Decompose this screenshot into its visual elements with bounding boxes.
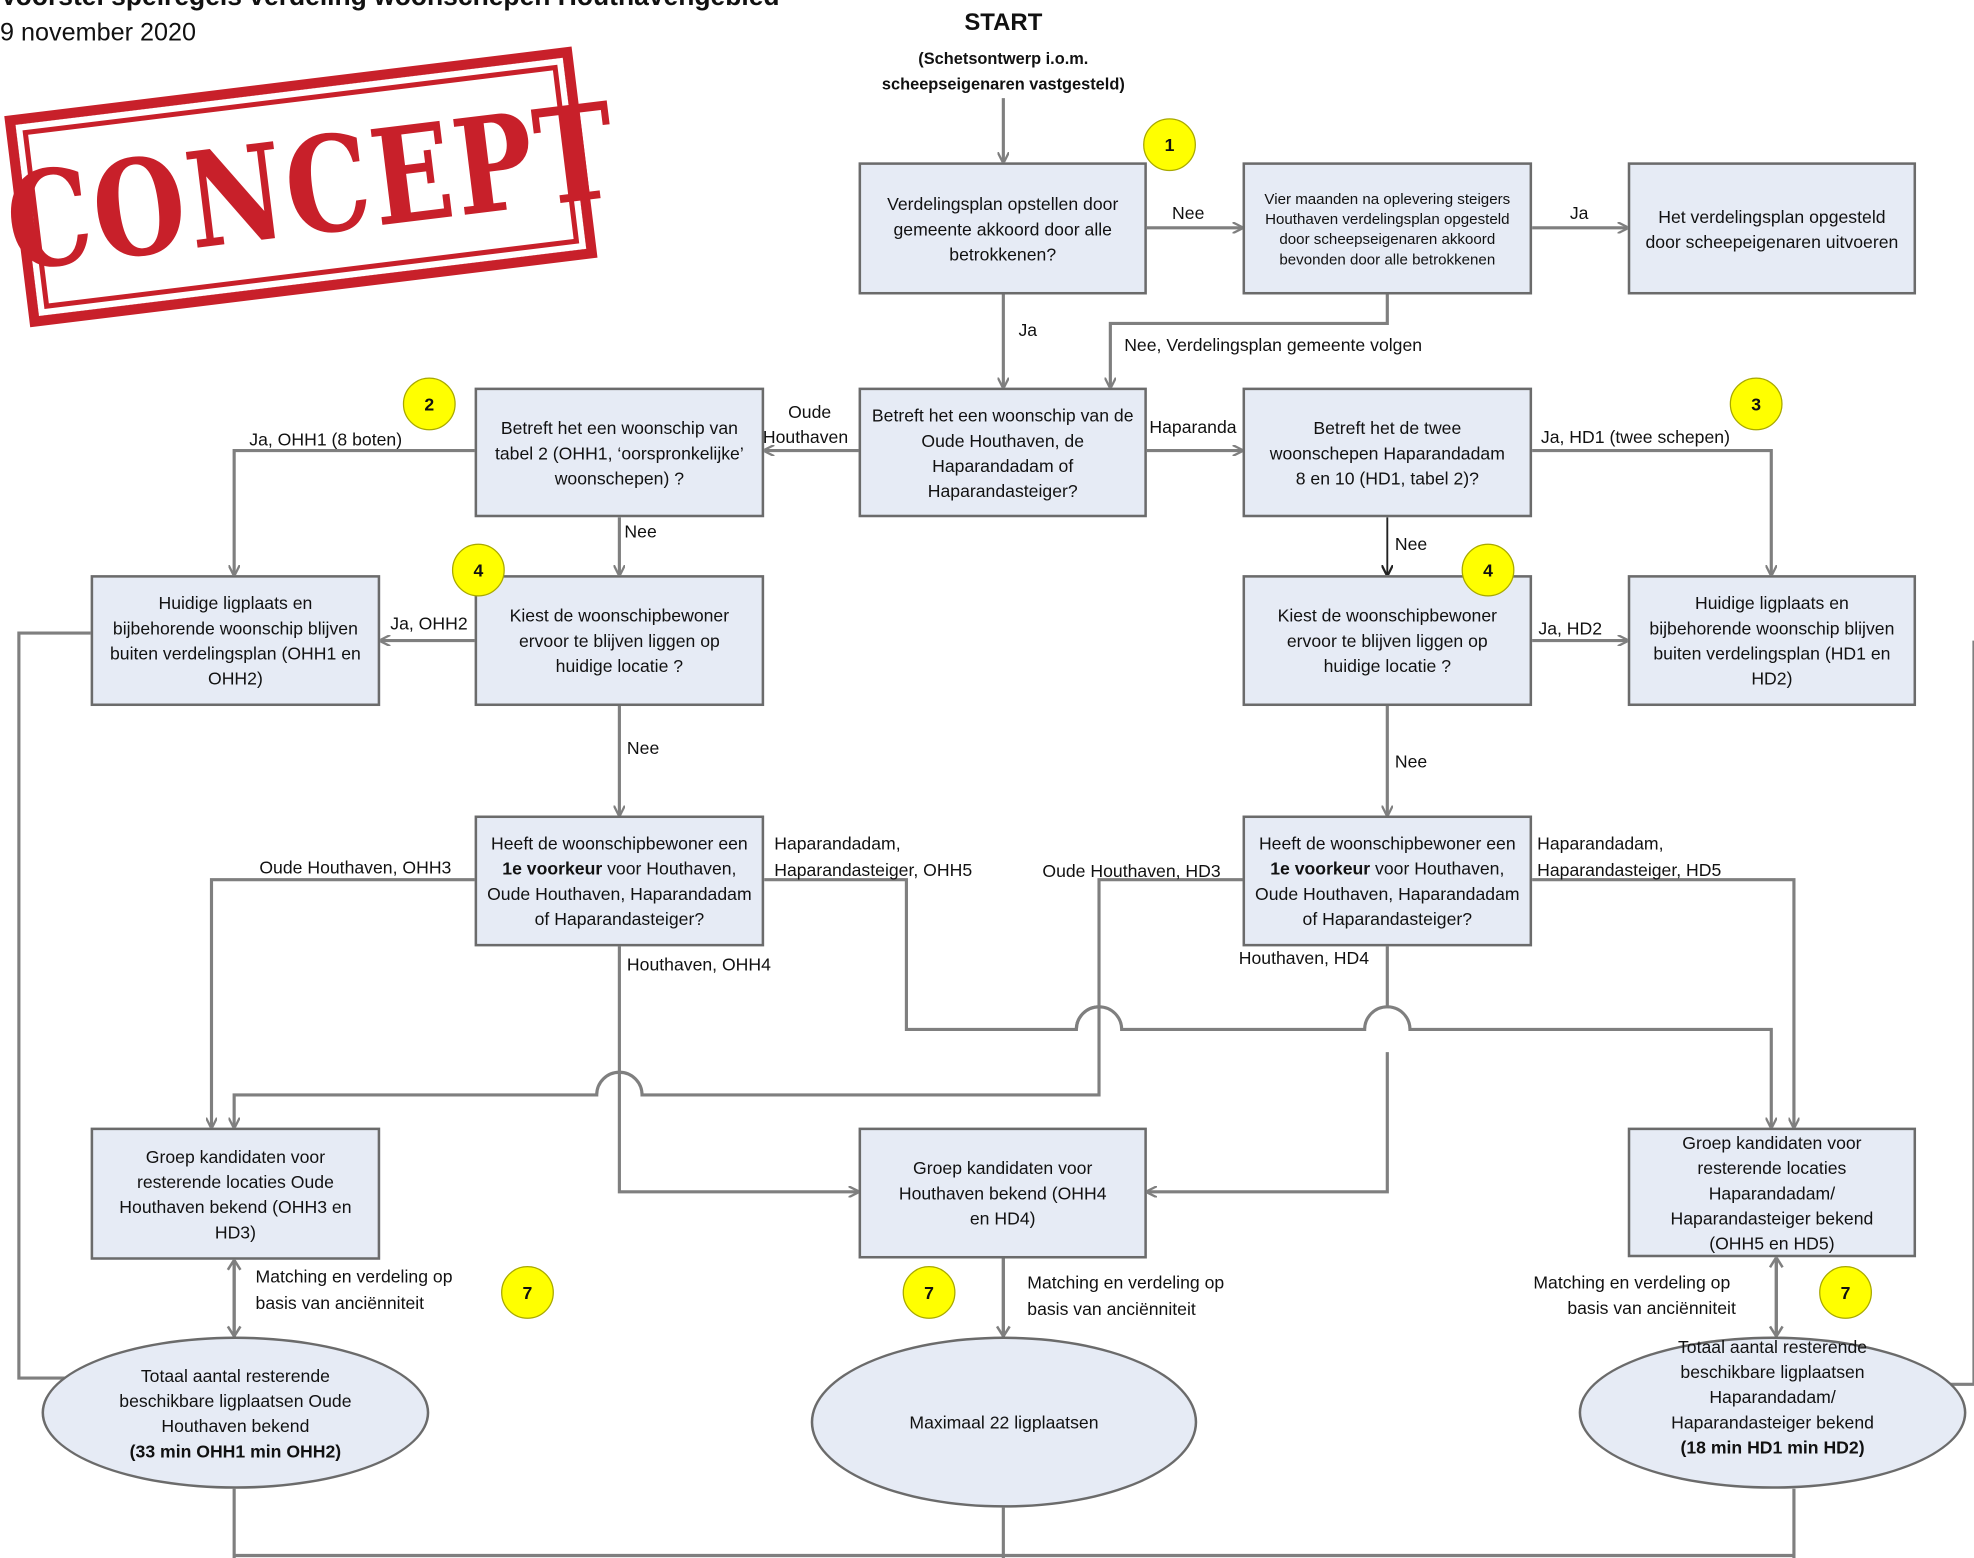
totaal-oude-houthaven-ellipse: Totaal aantal resterende beschikbare lig… (41, 1336, 430, 1489)
start-subtitle-line2: scheepseigenaren vastgesteld) (881, 74, 1125, 94)
label-ja-hd1: Ja, HD1 (twee schepen) (1540, 426, 1730, 447)
vier-maanden-box: Vier maanden na oplevering steigers Hout… (1242, 162, 1533, 295)
label-nee-4: Nee (626, 737, 660, 758)
start-title: START (964, 10, 1043, 37)
label-ja-ohh2: Ja, OHH2 (390, 612, 468, 634)
label-matching-1b: basis van anciënniteit (255, 1292, 425, 1313)
label-hapa-ohh5-2: Haparandasteiger, OHH5 (774, 859, 973, 880)
betreft-tabel2-box: Betreft het een woonschip van tabel 2 (O… (474, 387, 765, 518)
uitvoeren-box: Het verdelingsplan opgesteld door scheep… (1627, 162, 1917, 295)
totaal-haparanda-text: Totaal aantal resterende beschikbare lig… (1671, 1336, 1874, 1458)
label-ja-ohh1: Ja, OHH1 (8 boten) (249, 429, 403, 450)
step-badge-4-right: 4 (1461, 543, 1515, 597)
groep-haparanda-box: Groep kandidaten voor resterende locatie… (1627, 1127, 1917, 1258)
huidige-ligplaats-left-box: Huidige ligplaats en bijbehorende woonsc… (90, 575, 381, 707)
huidige-ligplaats-right-box: Huidige ligplaats en bijbehorende woonsc… (1627, 575, 1917, 707)
label-ja-hd2: Ja, HD2 (1538, 617, 1603, 639)
totaal-oude-houthaven-text: Totaal aantal resterende beschikbare lig… (119, 1364, 352, 1461)
verdelingsplan-box: Verdelingsplan opstellen door gemeente a… (858, 162, 1147, 295)
label-houthaven-ohh4: Houthaven, OHH4 (626, 953, 771, 975)
label-nee-1: Nee (1172, 202, 1205, 223)
label-nee-5: Nee (1394, 751, 1428, 772)
label-matching-1a: Matching en verdeling op (255, 1266, 453, 1287)
voorkeur-left-box: Heeft de woonschipbewoner een 1e voorkeu… (474, 815, 765, 947)
label-matching-2a: Matching en verdeling op (1027, 1272, 1225, 1293)
groep-houthaven-box: Groep kandidaten voor Houthaven bekend (… (858, 1127, 1147, 1259)
label-nee-verdelingsplan: Nee, Verdelingsplan gemeente volgen (1124, 334, 1423, 355)
step-badge-7-middle: 7 (902, 1266, 956, 1319)
label-haparanda: Haparanda (1149, 416, 1237, 437)
label-nee-3: Nee (1394, 533, 1428, 554)
groep-oude-houthaven-box: Groep kandidaten voor resterende locatie… (90, 1127, 381, 1260)
label-oude-ohh3: Oude Houthaven, OHH3 (259, 857, 452, 878)
step-badge-2: 2 (402, 377, 456, 431)
label-ja-1: Ja (1569, 202, 1589, 223)
step-badge-4-left: 4 (451, 543, 505, 597)
step-badge-7-left: 7 (501, 1266, 554, 1319)
kiest-left-box: Kiest de woonschipbewoner ervoor te blij… (474, 575, 765, 707)
step-badge-3: 3 (1729, 377, 1783, 431)
maximaal-ellipse: Maximaal 22 ligplaatsen (810, 1336, 1198, 1508)
page-title: Voorstel spelregels verdeling woonschepe… (0, 0, 780, 13)
betreft-woonschip-box: Betreft het een woonschip van de Oude Ho… (858, 387, 1147, 518)
label-oude-hd3: Oude Houthaven, HD3 (1042, 860, 1221, 881)
page-date: 9 november 2020 (0, 18, 196, 47)
label-hapa-hd5-2: Haparandasteiger, HD5 (1537, 859, 1722, 880)
start-subtitle-line1: (Schetsontwerp i.o.m. (918, 49, 1089, 68)
voorkeur-right-text: Heeft de woonschipbewoner een 1e voorkeu… (1255, 833, 1520, 929)
label-hapa-ohh5-1: Haparandadam, (774, 833, 901, 854)
kiest-right-box: Kiest de woonschipbewoner ervoor te blij… (1242, 575, 1533, 707)
label-oude: Oude (788, 401, 832, 422)
totaal-haparanda-ellipse: Totaal aantal resterende beschikbare lig… (1578, 1336, 1967, 1489)
step-badge-1: 1 (1143, 118, 1196, 172)
label-matching-3b: basis van anciënniteit (1567, 1297, 1736, 1318)
voorkeur-right-box: Heeft de woonschipbewoner een 1e voorkeu… (1242, 815, 1533, 947)
betreft-twee-box: Betreft het de twee woonschepen Haparand… (1242, 387, 1533, 518)
label-matching-2b: basis van anciënniteit (1027, 1298, 1196, 1319)
label-matching-3a: Matching en verdeling op (1533, 1272, 1731, 1293)
step-badge-7-right: 7 (1819, 1266, 1872, 1319)
label-houthaven: Houthaven (762, 426, 849, 447)
label-hapa-hd5-1: Haparandadam, (1537, 833, 1664, 854)
label-houthaven-hd4: Houthaven, HD4 (1238, 947, 1370, 968)
voorkeur-left-text: Heeft de woonschipbewoner een 1e voorkeu… (487, 833, 752, 929)
label-nee-2: Nee (624, 521, 657, 542)
label-ja-2: Ja (1018, 319, 1038, 340)
